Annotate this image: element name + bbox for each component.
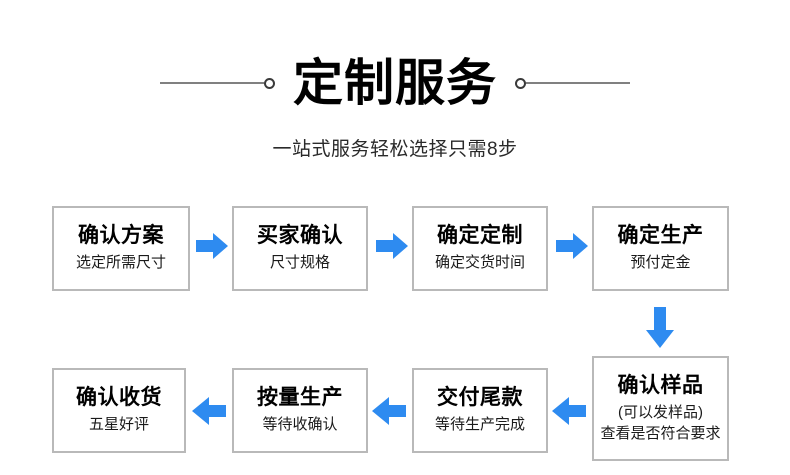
step-title: 确定定制 bbox=[437, 224, 523, 248]
page-title: 定制服务 bbox=[293, 55, 497, 111]
step-box-8: 确认收货 五星好评 bbox=[52, 368, 186, 453]
step-subtitle: 五星好评 bbox=[88, 416, 149, 434]
arrow-down-connector-icon bbox=[645, 307, 675, 349]
step-title: 按量生产 bbox=[257, 386, 343, 410]
page-subtitle: 一站式服务轻松选择只需8步 bbox=[272, 139, 518, 160]
step-subtitle-secondary: 查看是否符合要求 bbox=[600, 424, 721, 442]
arrow-right-3-icon bbox=[556, 232, 588, 260]
arrow-left-2-icon bbox=[372, 396, 406, 426]
step-box-6: 交付尾款 等待生产完成 bbox=[412, 368, 548, 453]
step-box-2: 买家确认 尺寸规格 bbox=[232, 206, 368, 291]
title-row: 定制服务 bbox=[0, 52, 790, 114]
step-box-7: 按量生产 等待收确认 bbox=[232, 368, 368, 453]
step-title: 确认收货 bbox=[76, 386, 162, 410]
step-box-3: 确定定制 确定交货时间 bbox=[412, 206, 548, 291]
step-subtitle: (可以发样品) bbox=[618, 404, 703, 422]
step-subtitle: 尺寸规格 bbox=[269, 254, 330, 272]
header: 定制服务 一站式服务轻松选择只需8步 bbox=[0, 0, 790, 180]
divider-dot-left-icon bbox=[264, 77, 275, 89]
step-subtitle: 确定交货时间 bbox=[434, 254, 525, 272]
step-title: 确认方案 bbox=[78, 224, 164, 248]
step-title: 确认样品 bbox=[617, 373, 704, 397]
step-title: 买家确认 bbox=[257, 224, 343, 248]
step-title: 确定生产 bbox=[617, 224, 704, 248]
arrow-left-3-icon bbox=[552, 396, 586, 426]
step-subtitle: 选定所需尺寸 bbox=[75, 254, 166, 272]
arrow-right-1-icon bbox=[196, 232, 228, 260]
step-box-5: 确认样品 (可以发样品) 查看是否符合要求 bbox=[592, 356, 729, 461]
divider-line-left bbox=[160, 82, 264, 84]
arrow-right-2-icon bbox=[376, 232, 408, 260]
arrow-left-1-icon bbox=[192, 396, 226, 426]
divider-line-right bbox=[526, 82, 630, 84]
step-title: 交付尾款 bbox=[437, 386, 523, 410]
step-subtitle: 预付定金 bbox=[630, 254, 691, 272]
step-subtitle: 等待收确认 bbox=[262, 416, 338, 434]
step-subtitle: 等待生产完成 bbox=[434, 416, 525, 434]
step-box-1: 确认方案 选定所需尺寸 bbox=[52, 206, 190, 291]
divider-dot-right-icon bbox=[515, 77, 526, 89]
step-box-4: 确定生产 预付定金 bbox=[592, 206, 729, 291]
